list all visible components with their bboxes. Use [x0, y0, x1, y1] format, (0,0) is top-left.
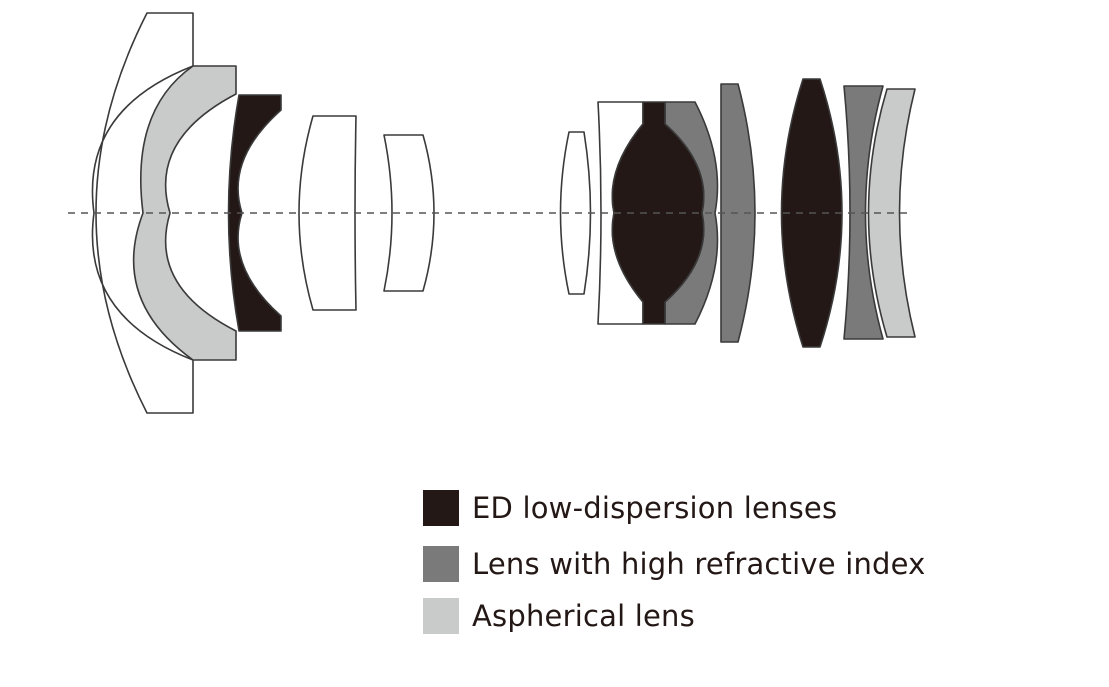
- legend-item-ed: ED low-dispersion lenses: [423, 490, 926, 526]
- aspherical-swatch: [423, 598, 459, 634]
- legend-item-high-index: Lens with high refractive index: [423, 546, 926, 582]
- front-meniscus-element: [91, 12, 194, 414]
- legend-item-aspherical: Aspherical lens: [423, 598, 926, 634]
- legend-label: Lens with high refractive index: [472, 547, 926, 581]
- legend-label: ED low-dispersion lenses: [472, 491, 838, 525]
- biconvex-element: [298, 115, 357, 311]
- legend: ED low-dispersion lenses Lens with high …: [423, 490, 926, 654]
- aspherical-meniscus-element: [132, 65, 237, 361]
- high-index-swatch: [423, 546, 459, 582]
- ed-swatch: [423, 490, 459, 526]
- legend-label: Aspherical lens: [472, 599, 695, 633]
- lens-diagram: [68, 12, 916, 414]
- ed-negative-element: [227, 94, 282, 332]
